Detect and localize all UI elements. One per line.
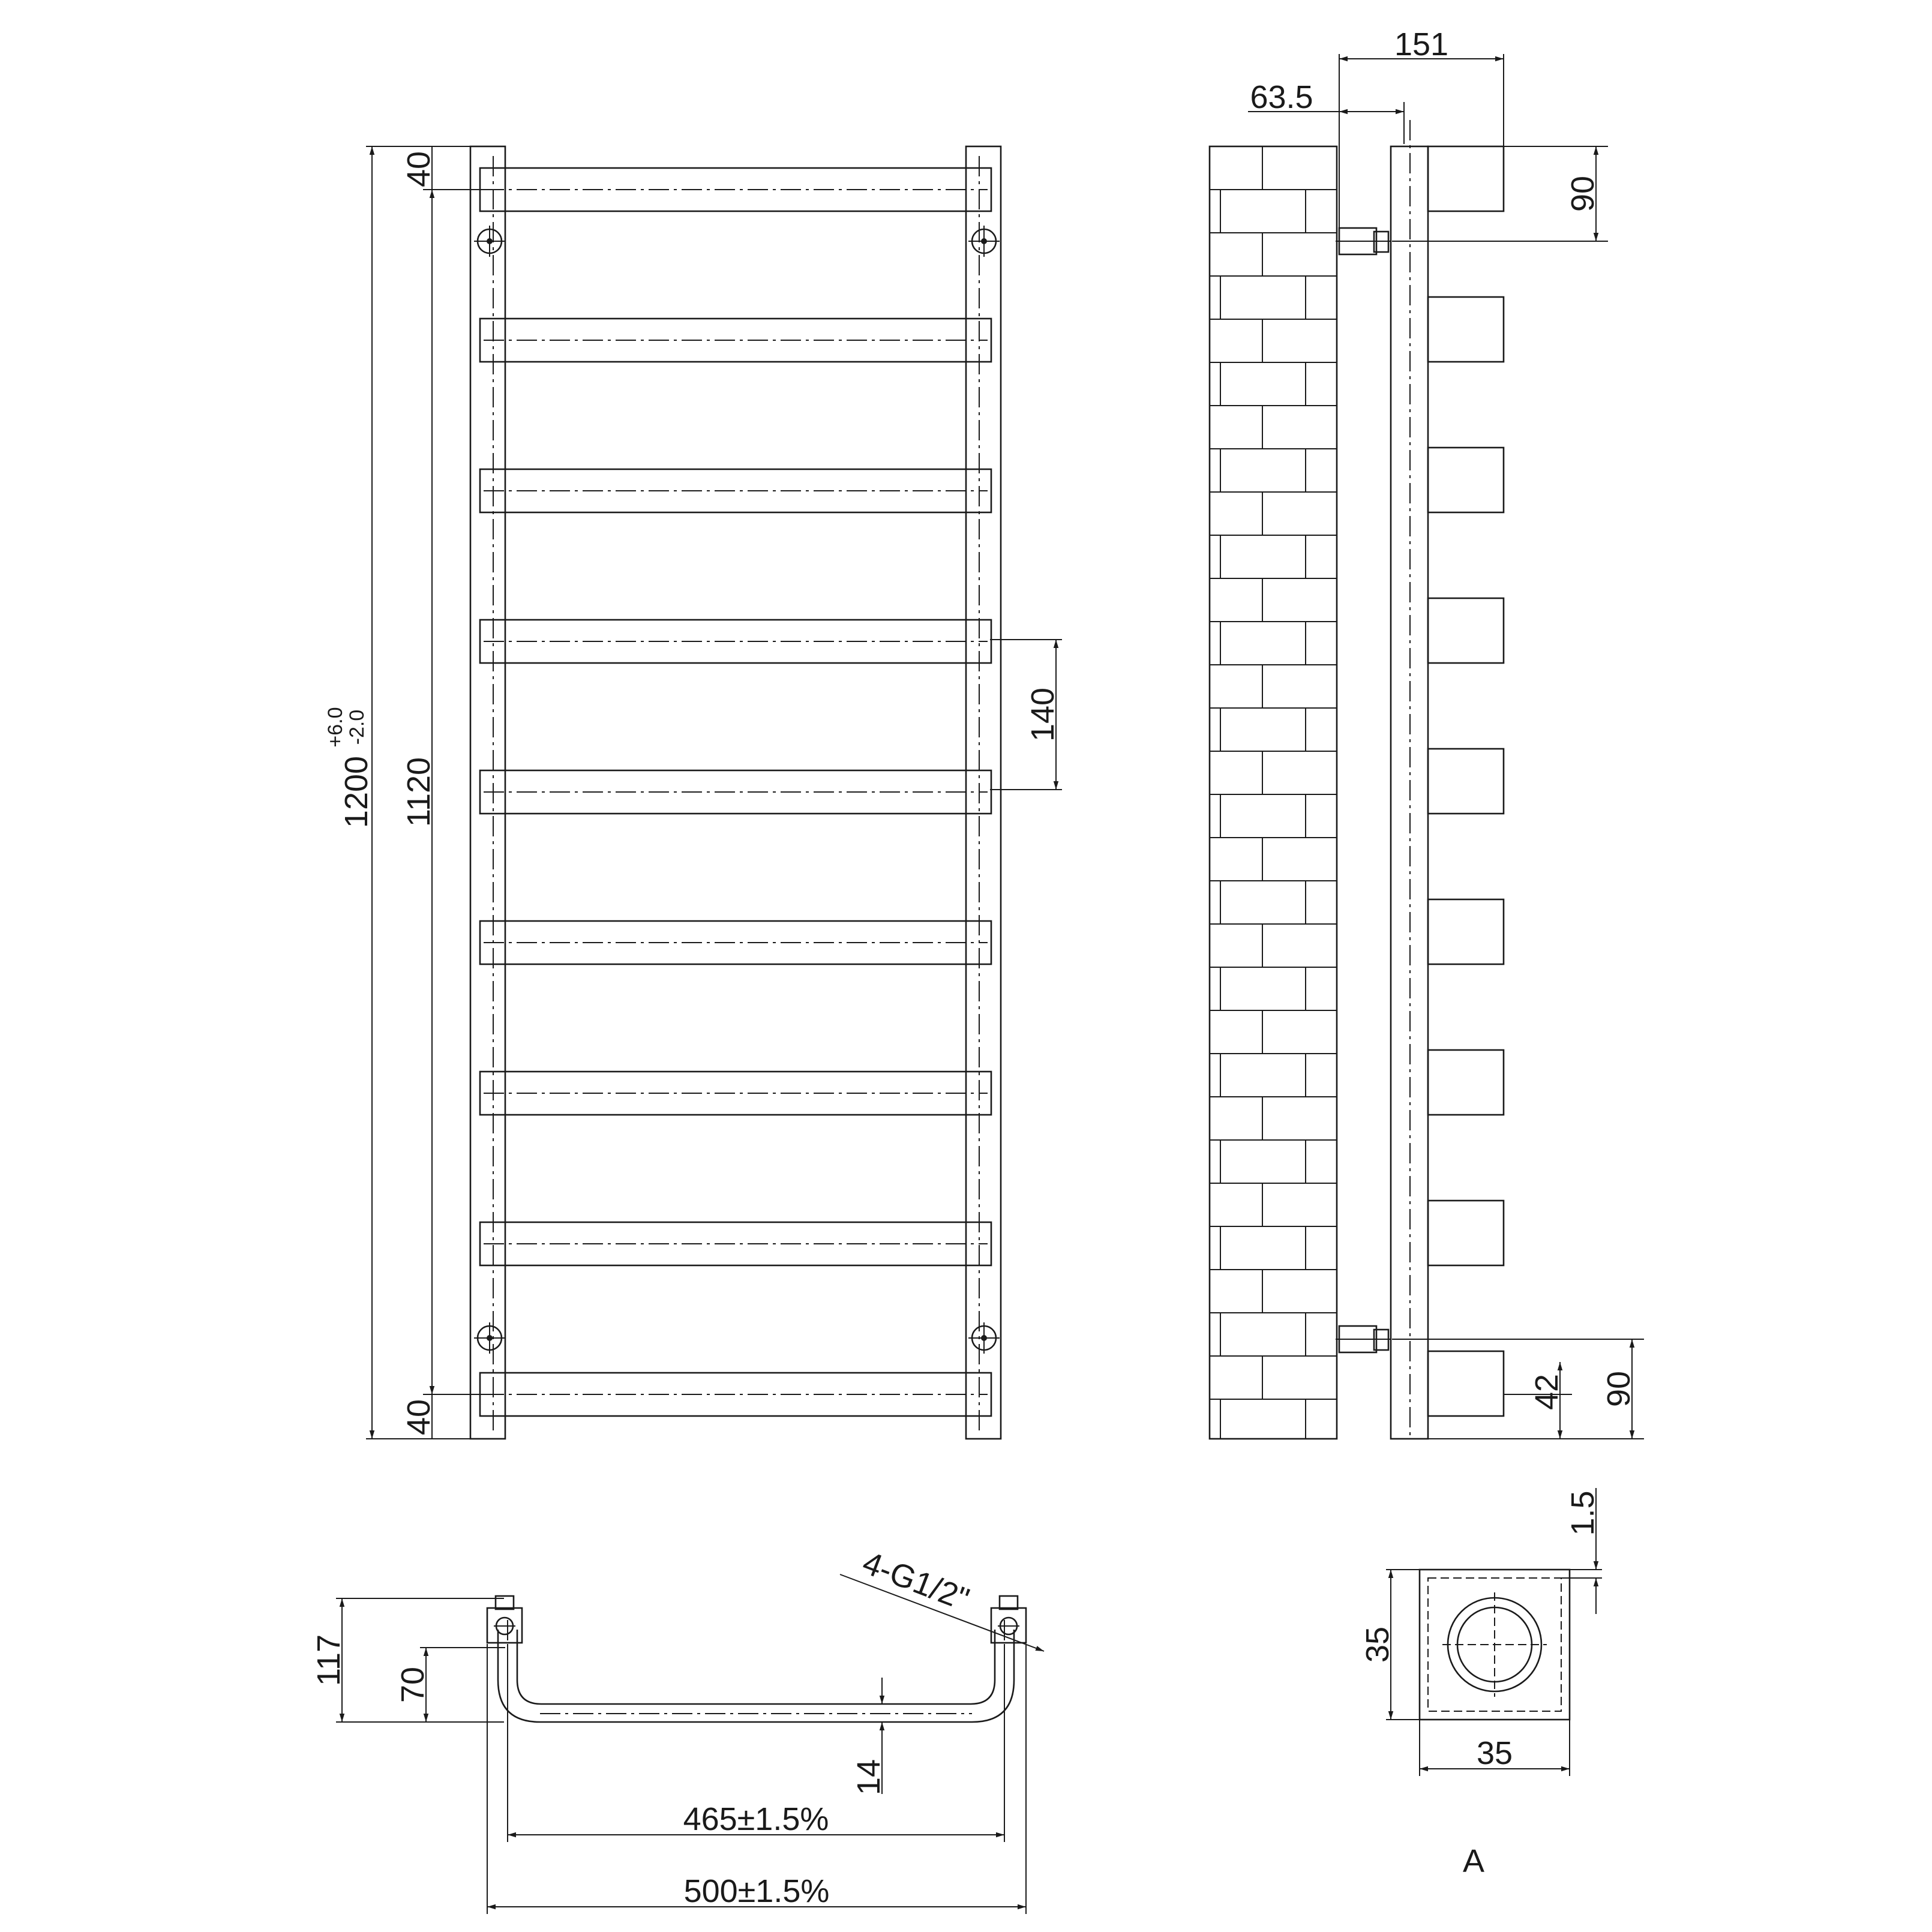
top-offset-label: 40 — [401, 151, 437, 187]
towel-bar — [479, 317, 992, 363]
height-tol-minus: -2.0 — [346, 710, 368, 745]
wall-offset-label: 63.5 — [1250, 79, 1313, 115]
bar-end — [1427, 748, 1505, 815]
dim-inner-width: 465±1.5% — [507, 1644, 1005, 1842]
tube-width-label: 35 — [1477, 1735, 1513, 1771]
dim-outer-width: 500±1.5% — [487, 1644, 1027, 1914]
section-label: A — [1463, 1843, 1484, 1879]
towel-bar — [479, 1070, 992, 1116]
dim-tube-height: 35 — [1360, 1569, 1420, 1720]
height-70-label: 70 — [395, 1667, 431, 1703]
top-view: 4-G1/2" 117 70 14 465±1.5% — [311, 1544, 1045, 1914]
brick-hatch — [1210, 146, 1337, 1439]
dim-depth-total: 151 — [1339, 26, 1504, 228]
bar-end — [1427, 597, 1505, 664]
section-a: 35 35 1.5 A — [1360, 1488, 1602, 1879]
towel-bar — [479, 1221, 992, 1267]
bar-span-label: 1120 — [401, 757, 437, 827]
overall-height-label: 1200 — [338, 756, 374, 828]
pipe-fitting-icon — [990, 1595, 1027, 1644]
dim-bar-pitch: 140 — [990, 639, 1062, 790]
u-pipe-outer — [497, 1630, 1015, 1723]
mount-screw-icon — [968, 226, 1000, 257]
towel-bars — [479, 167, 992, 1417]
bar-end — [1427, 1350, 1505, 1417]
dim-wall-thickness: 1.5 — [1561, 1488, 1602, 1614]
u-pipe-inner — [516, 1630, 996, 1705]
left-post — [469, 145, 506, 1440]
dim-height-117: 117 — [311, 1598, 504, 1723]
gap-14-label: 14 — [851, 1759, 887, 1795]
bar-end — [1427, 446, 1505, 514]
dim-wall-offset: 63.5 — [1248, 79, 1405, 144]
mount-screw-icon — [968, 1322, 1000, 1354]
bar-ends — [1427, 145, 1505, 1417]
bar-end — [1427, 1049, 1505, 1116]
mount-screw-icon — [474, 1322, 505, 1354]
bar-end — [1427, 296, 1505, 363]
inner-width-label: 465±1.5% — [683, 1801, 829, 1837]
wall-bracket-icon — [1336, 1325, 1391, 1354]
connection-label: 4-G1/2" — [858, 1544, 974, 1618]
bottom-offset-label: 40 — [401, 1399, 437, 1435]
depth-total-label: 151 — [1394, 26, 1448, 62]
wall-thickness-label: 1.5 — [1565, 1490, 1601, 1535]
dim-bottom-bracket: 90 — [1392, 1339, 1644, 1439]
dim-top-bracket: 90 — [1392, 146, 1608, 242]
dim-height-70: 70 — [395, 1647, 505, 1722]
tube-inner — [1427, 1577, 1562, 1712]
towel-bar — [479, 619, 992, 664]
towel-bar — [479, 468, 992, 514]
towel-bar — [479, 769, 992, 815]
dim-bottom-bar: 42 — [1504, 1362, 1572, 1439]
side-view: 151 63.5 90 90 42 — [1208, 26, 1644, 1440]
dim-gap-14: 14 — [851, 1678, 887, 1795]
wall-section — [1208, 145, 1338, 1440]
bottom-bar-label: 42 — [1529, 1374, 1565, 1410]
bar-pitch-label: 140 — [1025, 688, 1061, 742]
dim-tube-width: 35 — [1419, 1720, 1570, 1776]
tube-height-label: 35 — [1360, 1627, 1396, 1663]
dim-bar-span: 1120 40 40 — [401, 146, 492, 1439]
height-tol-plus: +6.0 — [324, 707, 347, 747]
top-bracket-label: 90 — [1565, 176, 1601, 212]
towel-bar — [479, 920, 992, 965]
pipe-fitting-icon — [486, 1595, 523, 1644]
dim-overall-height: 1200 +6.0 -2.0 — [324, 146, 470, 1439]
front-view: 1200 +6.0 -2.0 1120 40 40 140 — [324, 145, 1062, 1440]
mount-screw-icon — [474, 226, 505, 257]
tube-outer — [1418, 1568, 1571, 1721]
outer-width-label: 500±1.5% — [684, 1873, 830, 1909]
height-117-label: 117 — [311, 1634, 347, 1686]
wall-bracket-icon — [1336, 227, 1391, 256]
bottom-bracket-label: 90 — [1601, 1371, 1637, 1407]
bar-end — [1427, 145, 1505, 212]
bar-end — [1427, 898, 1505, 965]
bar-end — [1427, 1199, 1505, 1267]
